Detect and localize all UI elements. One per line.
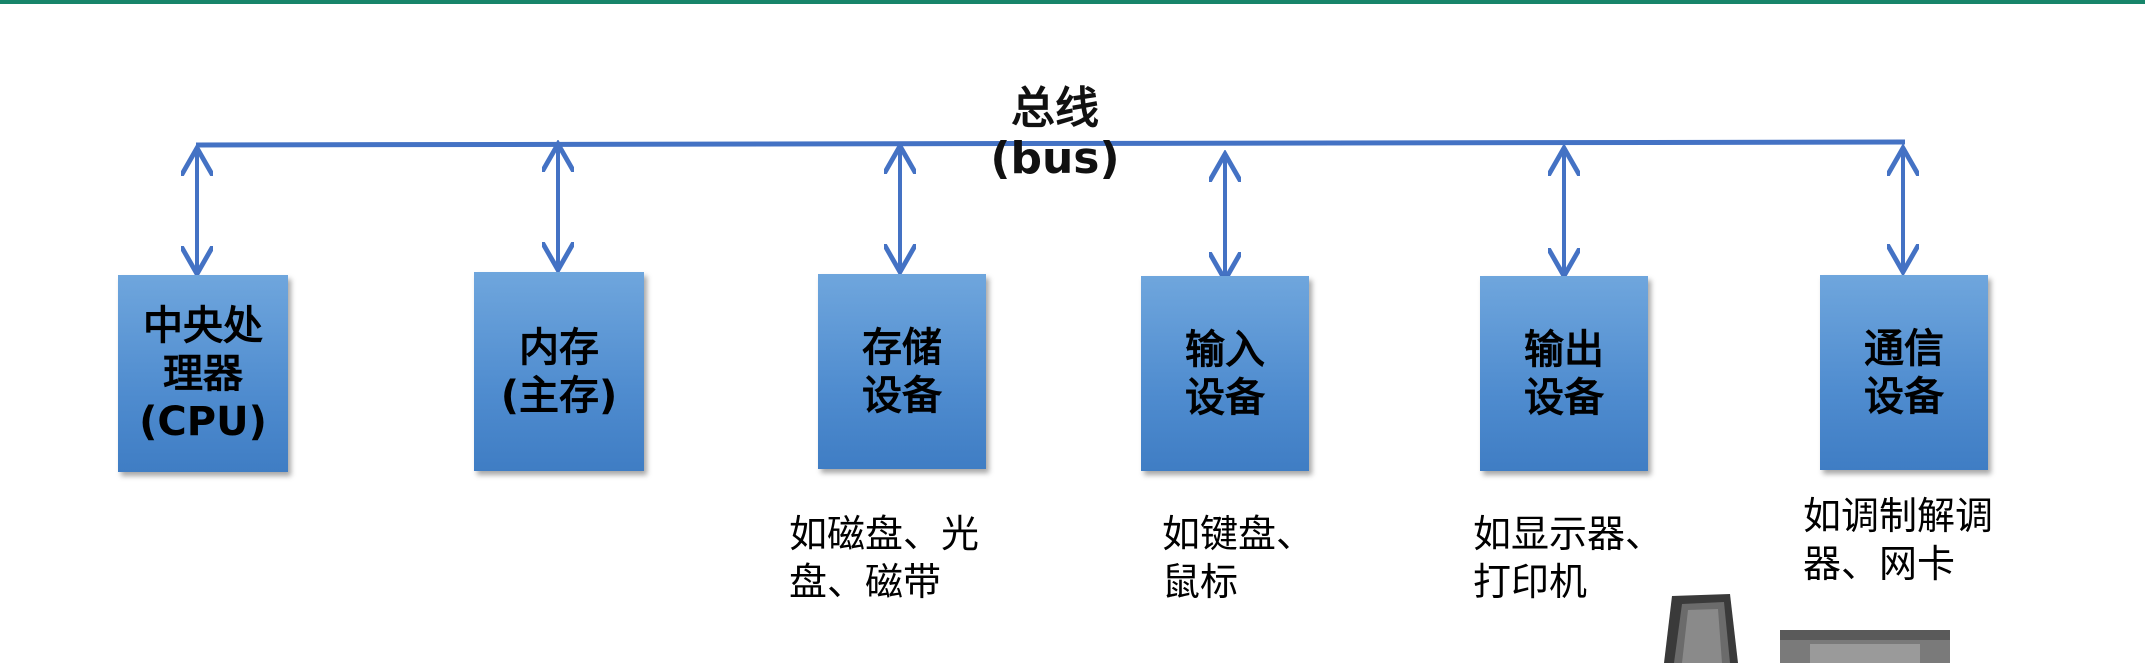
- input-label-line1: 输入: [1185, 326, 1265, 373]
- input-note-line2: 鼠标: [1162, 560, 1239, 604]
- bus-label-line1: 总线: [1011, 83, 1099, 134]
- output-label-line1: 输出: [1524, 326, 1604, 373]
- storage-label-line2: 设备: [862, 372, 942, 419]
- input-box: 输入 设备: [1141, 276, 1309, 471]
- comm-label-line2: 设备: [1864, 373, 1944, 420]
- output-note-line2: 打印机: [1473, 560, 1588, 604]
- memory-label-line1: 内存: [519, 324, 599, 371]
- comm-note-line1: 如调制解调: [1803, 494, 1994, 538]
- memory-box: 内存 (主存): [474, 272, 644, 471]
- bus-line: [195, 139, 1906, 148]
- bus-label-line2: (bus): [990, 133, 1120, 184]
- storage-note-line2: 盘、磁带: [789, 560, 942, 604]
- storage-box: 存储 设备: [818, 274, 986, 469]
- comm-note: 如调制解调 器、网卡: [1803, 492, 1993, 588]
- input-note-line1: 如键盘、: [1162, 512, 1315, 556]
- bus-label: 总线 (bus): [985, 84, 1125, 184]
- output-box: 输出 设备: [1480, 276, 1648, 471]
- storage-label-line1: 存储: [862, 324, 942, 371]
- top-rule: [0, 0, 2145, 4]
- output-note-line1: 如显示器、: [1473, 512, 1664, 556]
- cpu-label-line2: 理器: [163, 350, 243, 397]
- computer-terminal-icon: [1664, 594, 1950, 663]
- comm-label-line1: 通信: [1864, 325, 1944, 372]
- comm-box: 通信 设备: [1820, 275, 1988, 470]
- output-note: 如显示器、 打印机: [1473, 510, 1663, 606]
- input-label-line2: 设备: [1185, 374, 1265, 421]
- cpu-label-line3: (CPU): [139, 398, 267, 445]
- memory-label-line2: (主存): [500, 372, 618, 419]
- storage-note: 如磁盘、光 盘、磁带: [789, 510, 979, 606]
- comm-note-line2: 器、网卡: [1803, 542, 1956, 586]
- cpu-box: 中央处 理器 (CPU): [118, 275, 288, 472]
- cpu-label-line1: 中央处: [143, 302, 263, 349]
- output-label-line2: 设备: [1524, 374, 1604, 421]
- storage-note-line1: 如磁盘、光: [789, 512, 980, 556]
- input-note: 如键盘、 鼠标: [1162, 510, 1314, 606]
